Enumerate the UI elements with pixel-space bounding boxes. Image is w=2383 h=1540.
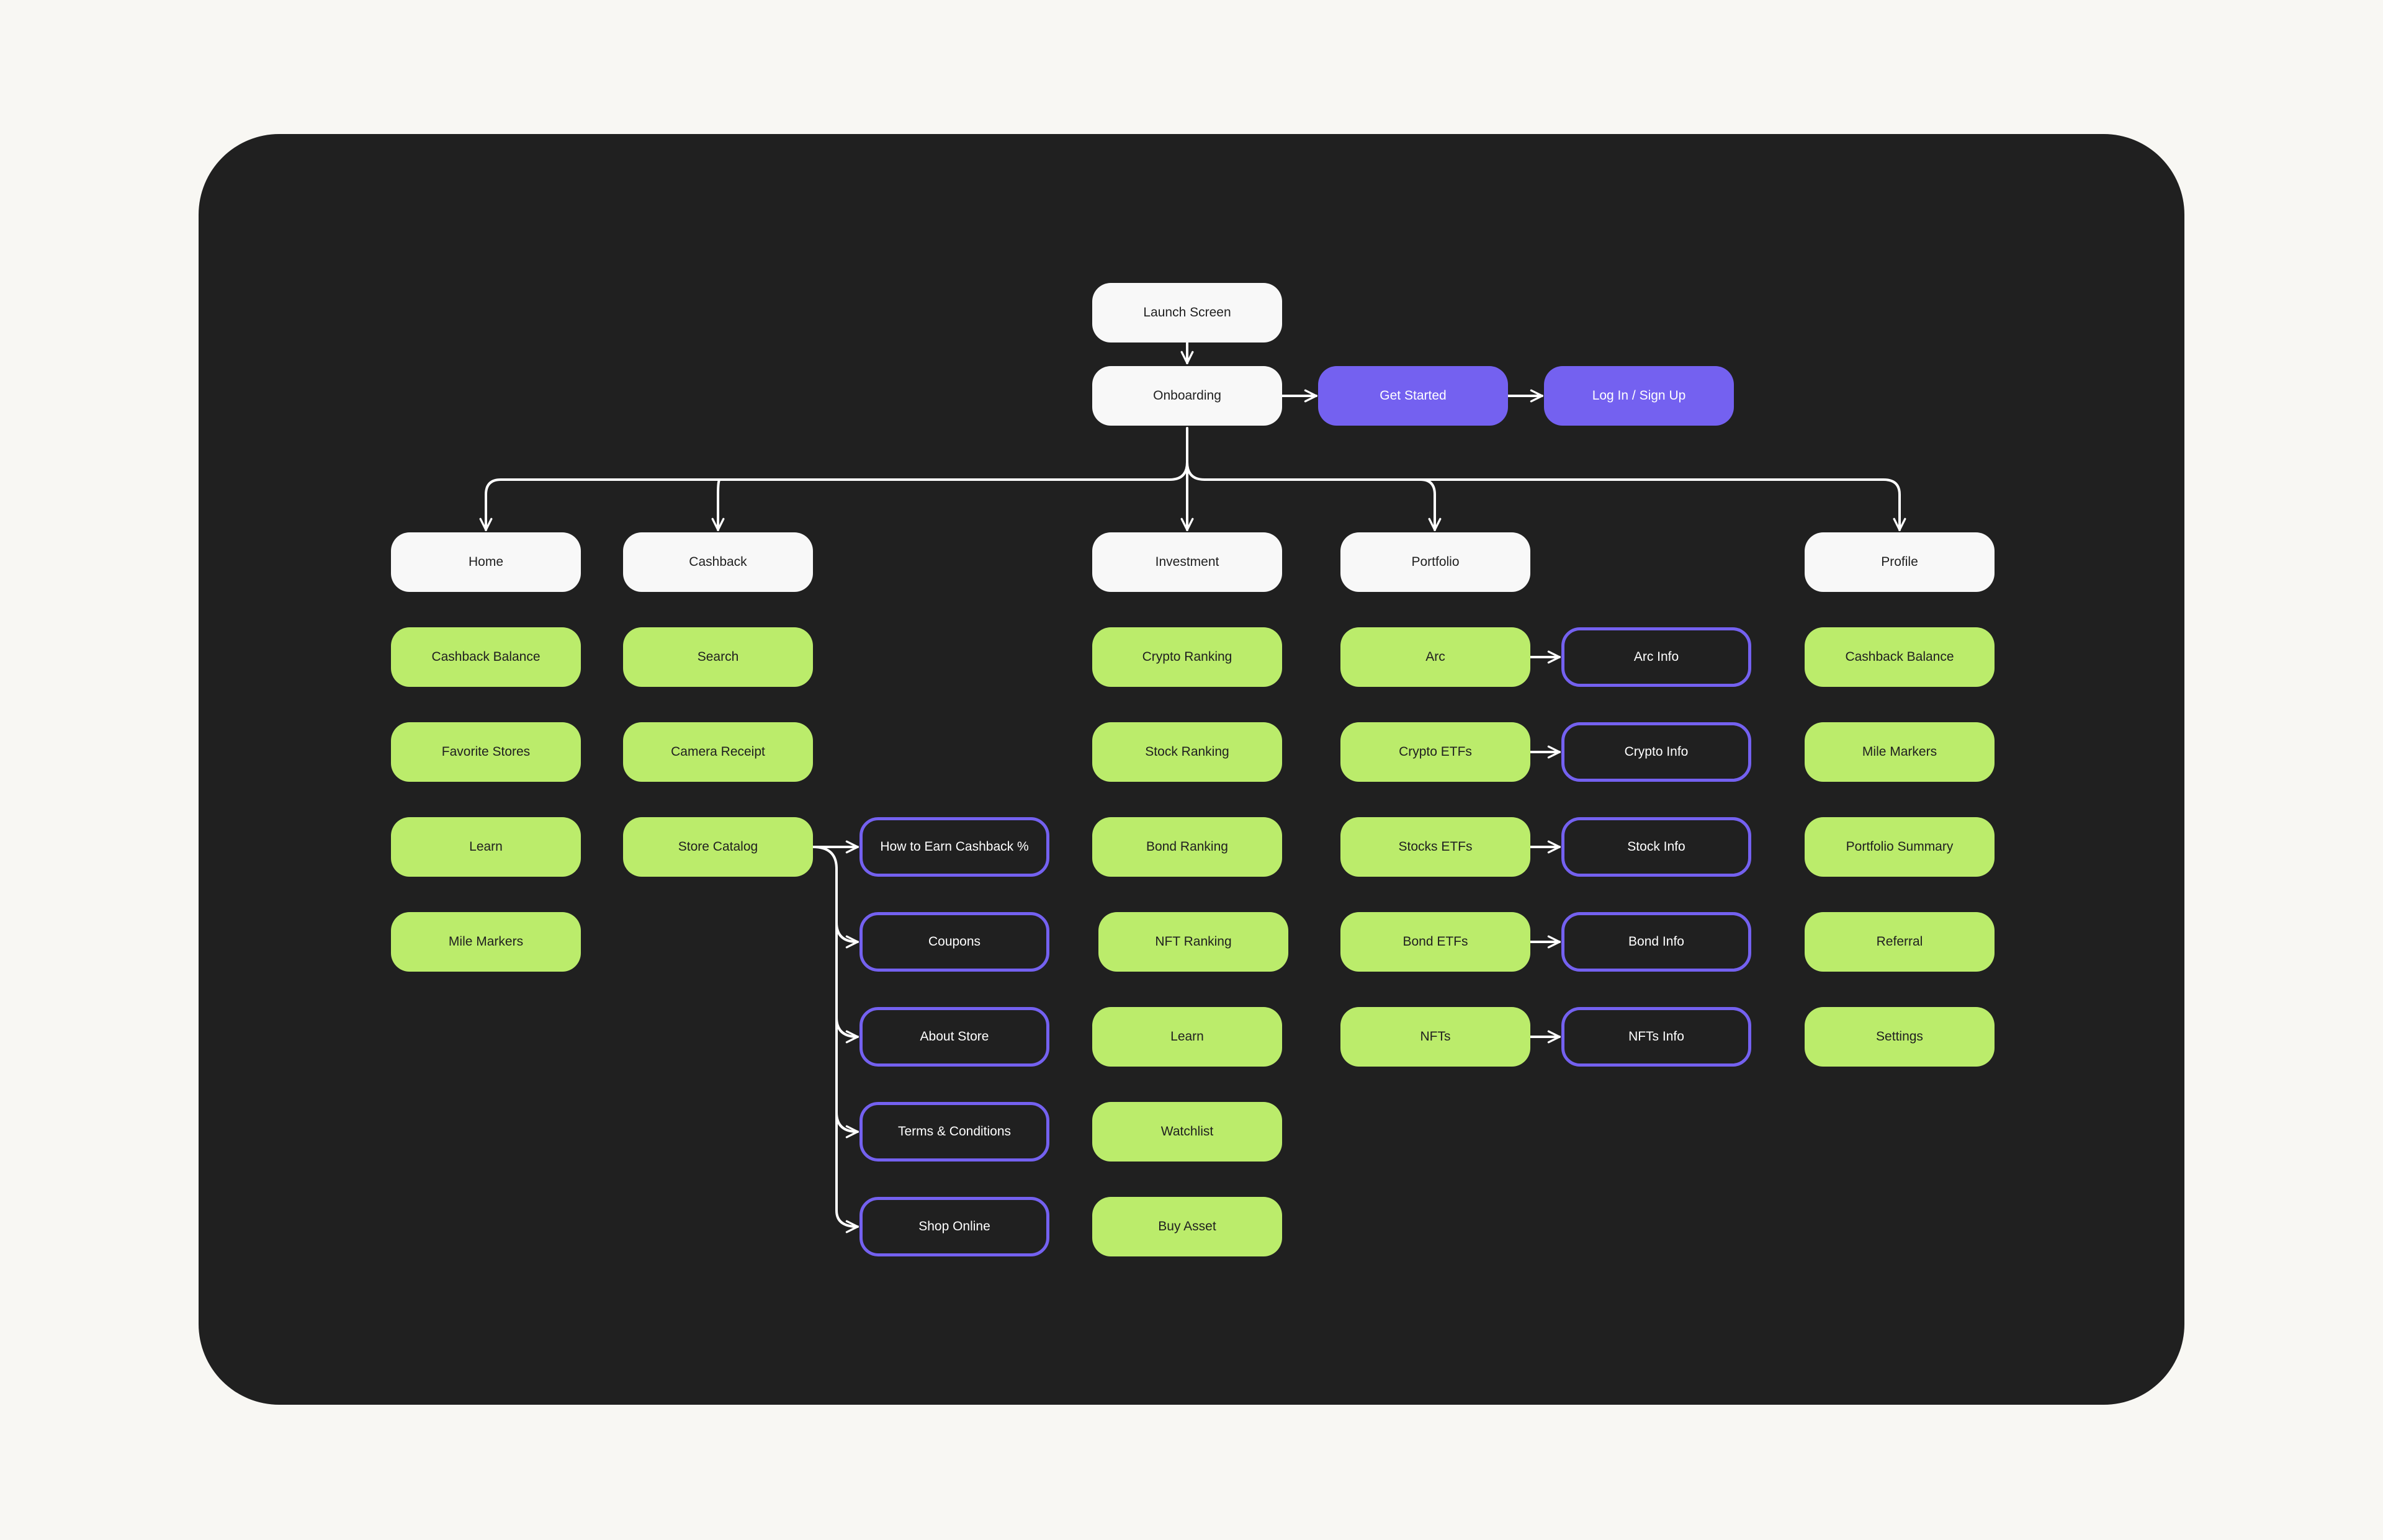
node-nfts-info: NFTs Info — [1561, 1007, 1751, 1067]
node-about-store: About Store — [859, 1007, 1049, 1067]
node-profile-cashback-balance: Cashback Balance — [1805, 627, 1995, 687]
node-crypto-etfs: Crypto ETFs — [1340, 722, 1530, 782]
node-crypto-info: Crypto Info — [1561, 722, 1751, 782]
node-referral: Referral — [1805, 912, 1995, 972]
node-investment-learn: Learn — [1092, 1007, 1282, 1067]
node-cashback: Cashback — [623, 532, 813, 592]
node-investment: Investment — [1092, 532, 1282, 592]
node-home-mile-markers: Mile Markers — [391, 912, 581, 972]
node-cashback-camera-receipt: Camera Receipt — [623, 722, 813, 782]
node-crypto-ranking: Crypto Ranking — [1092, 627, 1282, 687]
node-nfts: NFTs — [1340, 1007, 1530, 1067]
node-shop-online: Shop Online — [859, 1197, 1049, 1256]
node-watchlist: Watchlist — [1092, 1102, 1282, 1162]
node-bond-ranking: Bond Ranking — [1092, 817, 1282, 877]
node-portfolio: Portfolio — [1340, 532, 1530, 592]
node-arc: Arc — [1340, 627, 1530, 687]
node-cashback-search: Search — [623, 627, 813, 687]
node-get-started: Get Started — [1318, 366, 1508, 426]
node-login-signup: Log In / Sign Up — [1544, 366, 1734, 426]
node-home-favorite-stores: Favorite Stores — [391, 722, 581, 782]
node-stocks-etfs: Stocks ETFs — [1340, 817, 1530, 877]
node-onboarding: Onboarding — [1092, 366, 1282, 426]
node-buy-asset: Buy Asset — [1092, 1197, 1282, 1256]
node-stock-info: Stock Info — [1561, 817, 1751, 877]
node-home: Home — [391, 532, 581, 592]
node-terms-conditions: Terms & Conditions — [859, 1102, 1049, 1162]
node-settings: Settings — [1805, 1007, 1995, 1067]
node-home-learn: Learn — [391, 817, 581, 877]
node-cashback-store-catalog: Store Catalog — [623, 817, 813, 877]
node-arc-info: Arc Info — [1561, 627, 1751, 687]
node-profile-mile-markers: Mile Markers — [1805, 722, 1995, 782]
node-how-to-earn-cashback: How to Earn Cashback % — [859, 817, 1049, 877]
node-portfolio-summary: Portfolio Summary — [1805, 817, 1995, 877]
node-stock-ranking: Stock Ranking — [1092, 722, 1282, 782]
node-nft-ranking: NFT Ranking — [1098, 912, 1288, 972]
node-bond-etfs: Bond ETFs — [1340, 912, 1530, 972]
node-coupons: Coupons — [859, 912, 1049, 972]
node-profile: Profile — [1805, 532, 1995, 592]
node-launch-screen: Launch Screen — [1092, 283, 1282, 342]
node-bond-info: Bond Info — [1561, 912, 1751, 972]
node-home-cashback-balance: Cashback Balance — [391, 627, 581, 687]
